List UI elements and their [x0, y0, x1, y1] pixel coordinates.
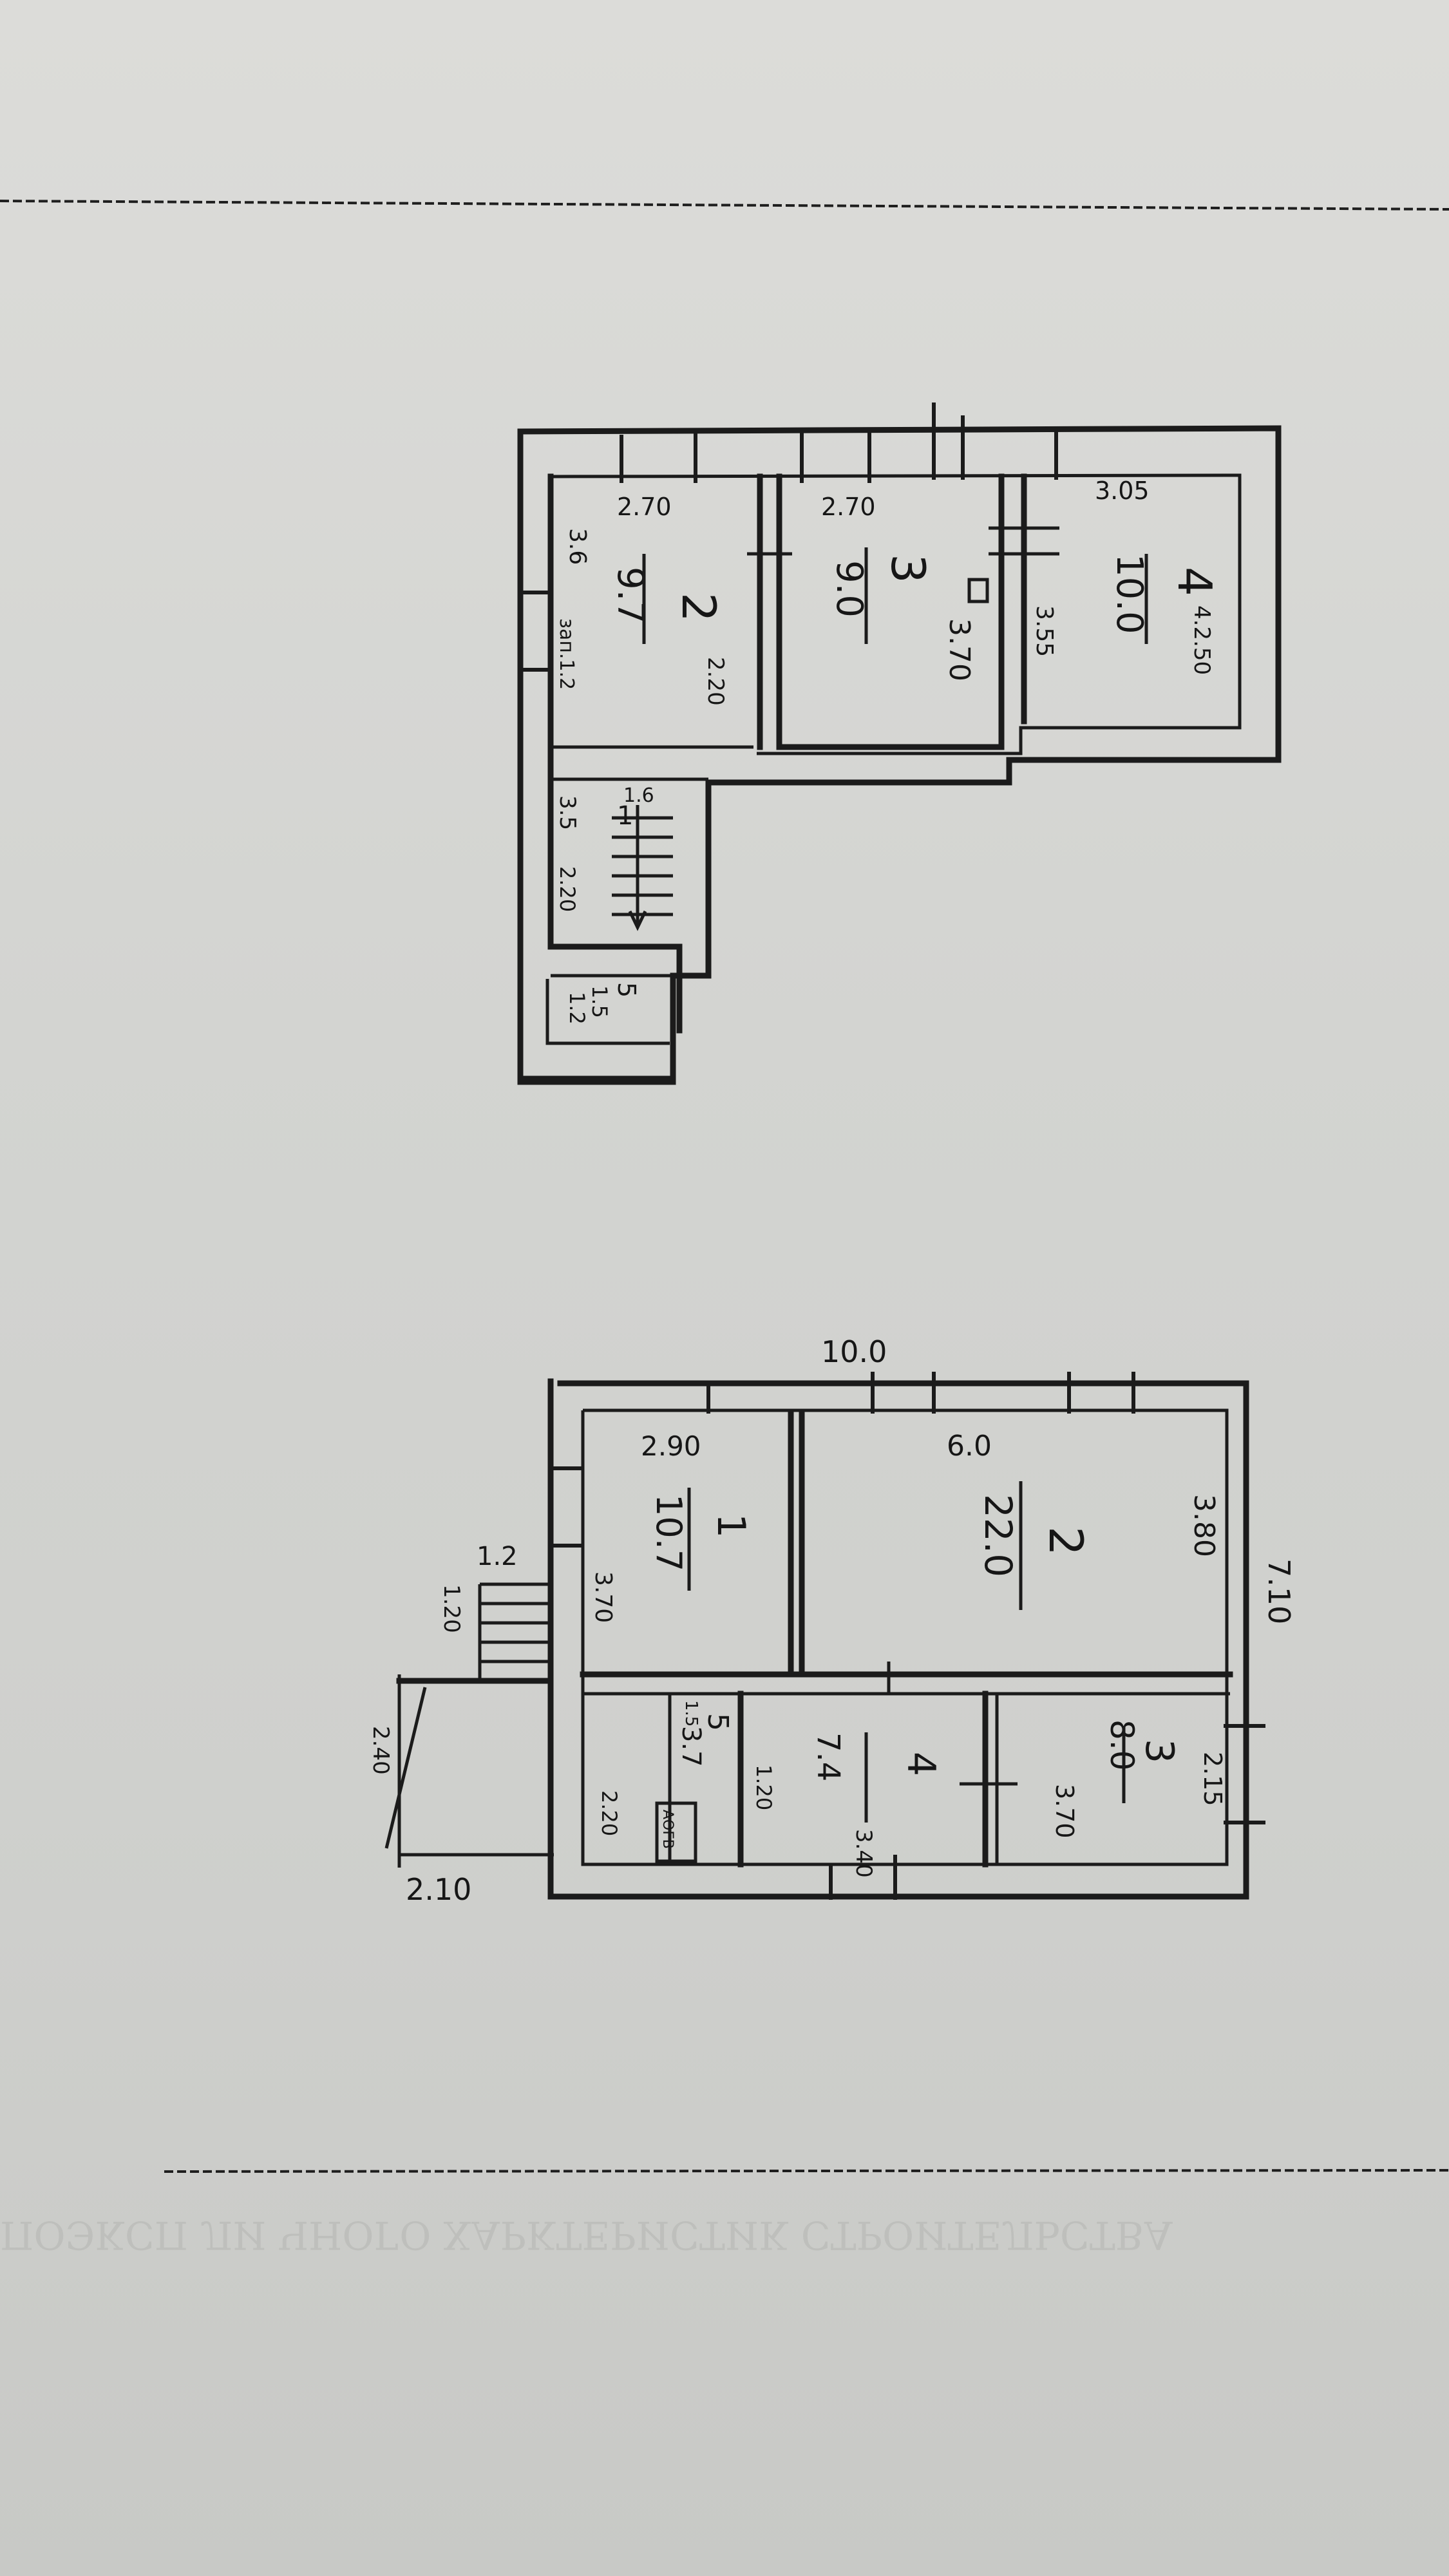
l-room2-depth: 3.80	[1188, 1494, 1220, 1557]
l-room4-area: 7.4	[810, 1732, 846, 1781]
l-room1-number: 1	[708, 1513, 753, 1538]
bleed-through-text: ПОЭКСП ЛИ ЧНОГО ХАРКТЕРИСТИК СТРОИТЕЛЬСТ…	[0, 2212, 1173, 2257]
l-overall-width: 10.0	[821, 1334, 887, 1369]
l-room3-area: 8.0	[1103, 1719, 1141, 1771]
l-room1-depth: 3.70	[590, 1571, 616, 1623]
l-overall-depth: 7.10	[1262, 1558, 1296, 1624]
l-porch-width: 2.10	[406, 1872, 471, 1907]
u-room3-number: 3	[881, 554, 935, 583]
l-room1-area: 10.7	[649, 1494, 689, 1571]
u-porch-width: 1.2	[565, 992, 589, 1025]
l-room5-width: 1.5	[681, 1700, 701, 1727]
u-room3-extra: 3.70	[943, 618, 976, 681]
boiler-box	[655, 1801, 697, 1863]
u-stair-depth: 3.5	[554, 795, 580, 830]
u-room2-note: зап.1.2	[555, 618, 578, 690]
u-room2-extra: 2.20	[703, 657, 728, 706]
upper-floor-plan: 2.70 2.70 3.05 3.6 2 9.7 зап.1.2 2.20 3 …	[517, 402, 1282, 1085]
u-room2-depth: 3.6	[564, 528, 591, 565]
l-room3-depth: 2.15	[1198, 1752, 1227, 1806]
l-porch-depth: 2.40	[368, 1726, 393, 1775]
l-room3-number: 3	[1137, 1739, 1182, 1763]
u-room4-area: 10.0	[1108, 554, 1150, 634]
l-stair-width: 1.2	[477, 1542, 518, 1571]
u-room2-number: 2	[672, 592, 726, 622]
u-stair-extra: 2.20	[555, 866, 580, 912]
u-room2-width: 2.70	[617, 493, 672, 521]
u-porch-depth: 1.5	[587, 985, 612, 1018]
u-room4-depth: 3.55	[1031, 605, 1057, 657]
u-stair-number: 1	[617, 801, 633, 831]
u-room4-width: 3.05	[1095, 477, 1150, 505]
l-stair-depth: 1.20	[439, 1584, 464, 1633]
u-room4-extra: 4.2.50	[1189, 605, 1215, 675]
l-room1-width: 2.90	[641, 1430, 701, 1462]
l-room4-depth: 1.20	[752, 1765, 776, 1810]
l-room5-area: 3.7	[676, 1726, 706, 1767]
l-room5-depth: 2.20	[597, 1790, 621, 1836]
l-room2-width: 6.0	[947, 1430, 992, 1463]
u-porch-number: 5	[612, 982, 641, 998]
l-room3-width: 3.70	[1050, 1784, 1079, 1839]
l-room5-number: 5	[701, 1713, 734, 1731]
l-boiler-label: АОГВ	[659, 1810, 676, 1849]
l-room2-area: 22.0	[976, 1494, 1020, 1577]
l-room4-width: 3.40	[851, 1829, 876, 1878]
upper-stair	[612, 805, 673, 931]
l-room2-number: 2	[1039, 1526, 1093, 1556]
u-room3-area: 9.0	[828, 560, 870, 618]
lower-entry-steps	[478, 1582, 551, 1681]
bottom-dashed-line	[164, 2169, 1449, 2173]
top-dashed-line	[0, 200, 1449, 211]
u-room3-width: 2.70	[821, 493, 876, 521]
u-stair-width: 1.6	[623, 784, 654, 807]
lower-floor-plan: 10.0 7.10 2.90 1 10.7 3.70 6.0 2 22.0 3.…	[368, 1334, 1296, 1907]
u-room4-number: 4	[1168, 567, 1222, 596]
u-room3-stove-icon	[967, 578, 989, 603]
l-room4-number: 4	[898, 1752, 943, 1776]
